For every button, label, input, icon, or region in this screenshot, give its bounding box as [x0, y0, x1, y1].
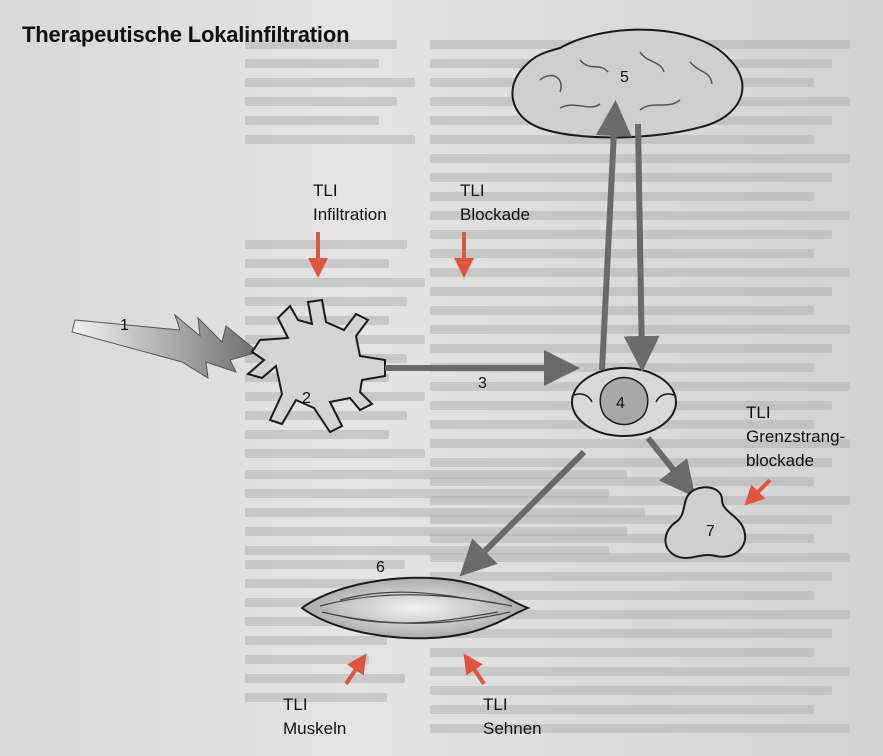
svg-text:Muskeln: Muskeln	[283, 719, 346, 738]
ascending-pathway-arrow	[602, 112, 615, 370]
number-6: 6	[376, 559, 385, 576]
svg-text:TLI: TLI	[460, 181, 485, 200]
svg-text:TLI: TLI	[483, 695, 508, 714]
svg-text:Blockade: Blockade	[460, 205, 530, 224]
descending-pathway-arrow	[638, 124, 642, 360]
svg-text:blockade: blockade	[746, 451, 814, 470]
number-2: 2	[302, 390, 311, 407]
tli-muskeln-label: TLI Muskeln	[283, 695, 346, 738]
efferent-to-ganglion-arrow	[648, 438, 688, 488]
svg-text:TLI: TLI	[283, 695, 308, 714]
pain-stimulus-spike	[72, 315, 258, 378]
tli-grenzstrang-arrow	[750, 480, 770, 500]
svg-text:Infiltration: Infiltration	[313, 205, 387, 224]
number-4: 4	[616, 395, 625, 412]
svg-text:TLI: TLI	[313, 181, 338, 200]
number-1: 1	[120, 317, 129, 334]
tli-grenzstrang-label: TLI Grenzstrang- blockade	[746, 403, 845, 470]
number-3: 3	[478, 375, 487, 392]
number-5: 5	[620, 69, 629, 86]
nerve-cell-structure	[248, 300, 385, 432]
tli-muskeln-arrow	[346, 660, 362, 684]
muscle-structure	[302, 578, 528, 639]
tli-sehnen-label: TLI Sehnen	[483, 695, 542, 738]
number-7: 7	[706, 523, 715, 540]
tli-blockade-label: TLI Blockade	[460, 181, 530, 224]
svg-text:Sehnen: Sehnen	[483, 719, 542, 738]
tli-infiltration-label: TLI Infiltration	[313, 181, 387, 224]
svg-text:TLI: TLI	[746, 403, 771, 422]
efferent-to-muscle-arrow	[468, 452, 584, 568]
tli-sehnen-arrow	[468, 660, 484, 684]
svg-text:Grenzstrang-: Grenzstrang-	[746, 427, 845, 446]
